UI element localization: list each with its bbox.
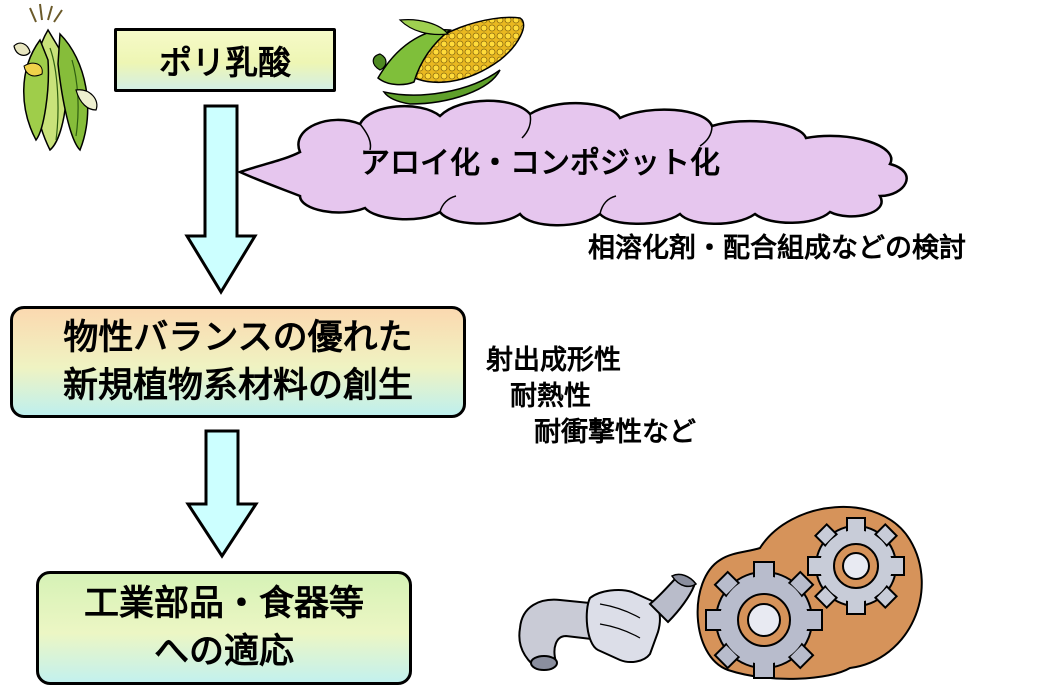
new-material-line2: 新規植物系材料の創生 bbox=[62, 366, 413, 406]
property-heat-resistance: 耐熱性 bbox=[510, 381, 591, 412]
corn-cob-icon bbox=[372, 16, 525, 105]
large-gear bbox=[705, 561, 823, 679]
pla-title-box: ポリ乳酸 bbox=[114, 28, 336, 92]
corn-husk-icon bbox=[13, 3, 98, 152]
down-arrow-2 bbox=[185, 429, 259, 559]
new-material-line1: 物性バランスの優れた bbox=[63, 318, 413, 358]
down-arrow-1 bbox=[184, 104, 258, 295]
small-gear bbox=[807, 517, 905, 615]
application-box: 工業部品・食器等 への適応 bbox=[36, 571, 412, 685]
property-impact-resistance: 耐衝撃性など bbox=[534, 417, 696, 448]
application-line1: 工業部品・食器等 bbox=[83, 584, 364, 624]
application-line2: への適応 bbox=[153, 632, 294, 672]
pla-title-text: ポリ乳酸 bbox=[159, 43, 291, 82]
new-material-box: 物性バランスの優れた 新規植物系材料の創生 bbox=[10, 306, 466, 418]
cloud-label: アロイ化・コンポジット化 bbox=[360, 146, 720, 181]
compatibilizer-note: 相溶化剤・配合組成などの検討 bbox=[588, 233, 966, 264]
cloud-shape bbox=[236, 99, 908, 227]
property-injection-molding: 射出成形性 bbox=[486, 345, 621, 376]
gears-icon bbox=[696, 505, 923, 680]
exhaust-pipe-icon bbox=[518, 573, 698, 671]
